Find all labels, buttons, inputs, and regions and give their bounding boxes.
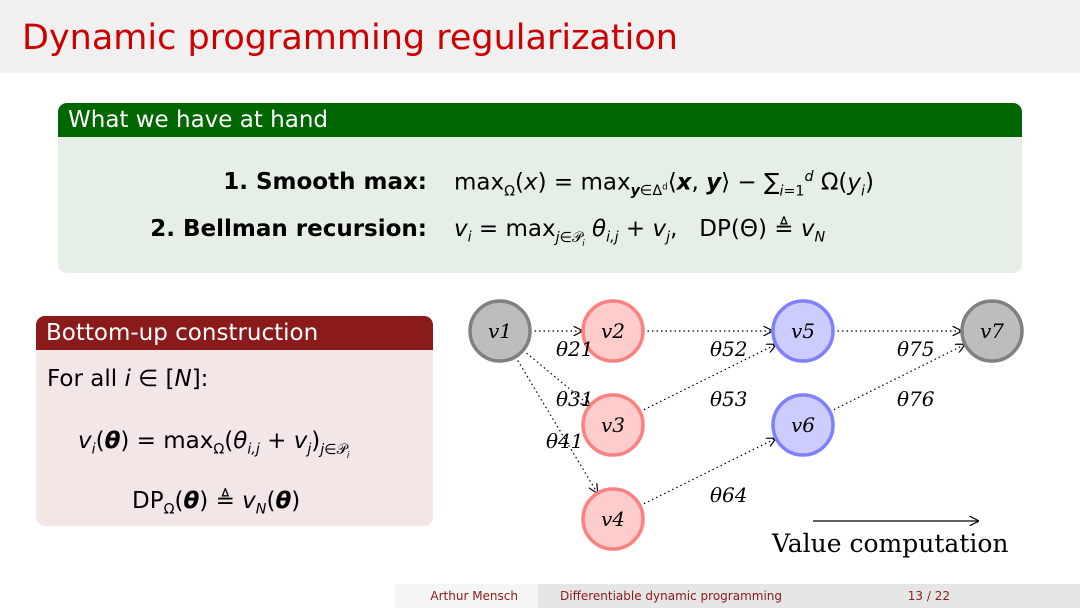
edge-label-v4-v6: θ64 (710, 483, 748, 507)
edge-v1-v4 (514, 356, 597, 493)
edge-label-v5-v7: θ75 (897, 337, 935, 361)
footer-title-box: Differentiable dynamic programming 13 / … (538, 584, 1080, 608)
for-all-line: For all i ∈ [N]: (47, 366, 209, 392)
node-label-v1: v1 (488, 319, 512, 343)
node-label-v7: v7 (980, 319, 1004, 343)
block-bottom-up: Bottom-up construction For all i ∈ [N]: … (36, 316, 433, 526)
node-v2: v2 (581, 299, 645, 363)
footer-talk-title: Differentiable dynamic programming (560, 589, 783, 603)
bellman-label: 2. Bellman recursion: (150, 216, 427, 242)
footer-author-box: Arthur Mensch (395, 584, 538, 608)
title-bar: Dynamic programming regularization (0, 0, 1080, 73)
node-v6: v6 (771, 393, 835, 457)
edge-label-v2-v5: θ52 (710, 337, 748, 361)
value-computation-caption: Value computation (771, 529, 1009, 558)
bottom-up-eq1: vi(θ) = maxΩ(θi,j + vj)j∈𝒫i (78, 428, 350, 461)
smooth-max-label: 1. Smooth max: (223, 169, 427, 195)
slide-title: Dynamic programming regularization (22, 18, 678, 58)
node-v5: v5 (771, 299, 835, 363)
node-v4: v4 (581, 487, 645, 551)
edge-v4-v6 (639, 439, 775, 507)
edge-label-v1-v4: θ41 (546, 429, 584, 453)
node-label-v4: v4 (601, 507, 625, 531)
edge-label-v3-v5: θ53 (710, 387, 748, 411)
edge-v3-v5 (639, 345, 775, 413)
footer: Arthur Mensch Differentiable dynamic pro… (0, 584, 1080, 608)
node-v1: v1 (468, 299, 532, 363)
edge-v1-v3 (522, 349, 589, 405)
block-bottom-up-header: Bottom-up construction (36, 316, 433, 350)
footer-page-number: 13 / 22 (907, 589, 950, 603)
node-label-v6: v6 (791, 413, 815, 437)
bottom-up-eq2: DPΩ(θ) ≜ vN(θ) (132, 488, 301, 518)
node-label-v2: v2 (601, 319, 625, 343)
edge-label-v1-v2: θ21 (556, 337, 594, 361)
edge-label-v1-v3: θ31 (556, 387, 594, 411)
node-v3: v3 (581, 393, 645, 457)
smooth-max-formula: maxΩ(x) = maxy∈Δd⟨x, y⟩ − ∑i=1d Ω(yi) (454, 169, 874, 200)
edge-label-v6-v7: θ76 (897, 387, 935, 411)
node-v7: v7 (960, 299, 1024, 363)
bellman-formula: vi = maxj∈𝒫i θi,j + vj, DP(Θ) ≜ vN (454, 216, 826, 249)
node-label-v5: v5 (791, 319, 815, 343)
block-what-we-have: What we have at hand 1. Smooth max: maxΩ… (58, 103, 1022, 273)
block-what-we-have-header: What we have at hand (58, 103, 1022, 137)
node-label-v3: v3 (601, 413, 625, 437)
footer-author: Arthur Mensch (430, 589, 518, 603)
